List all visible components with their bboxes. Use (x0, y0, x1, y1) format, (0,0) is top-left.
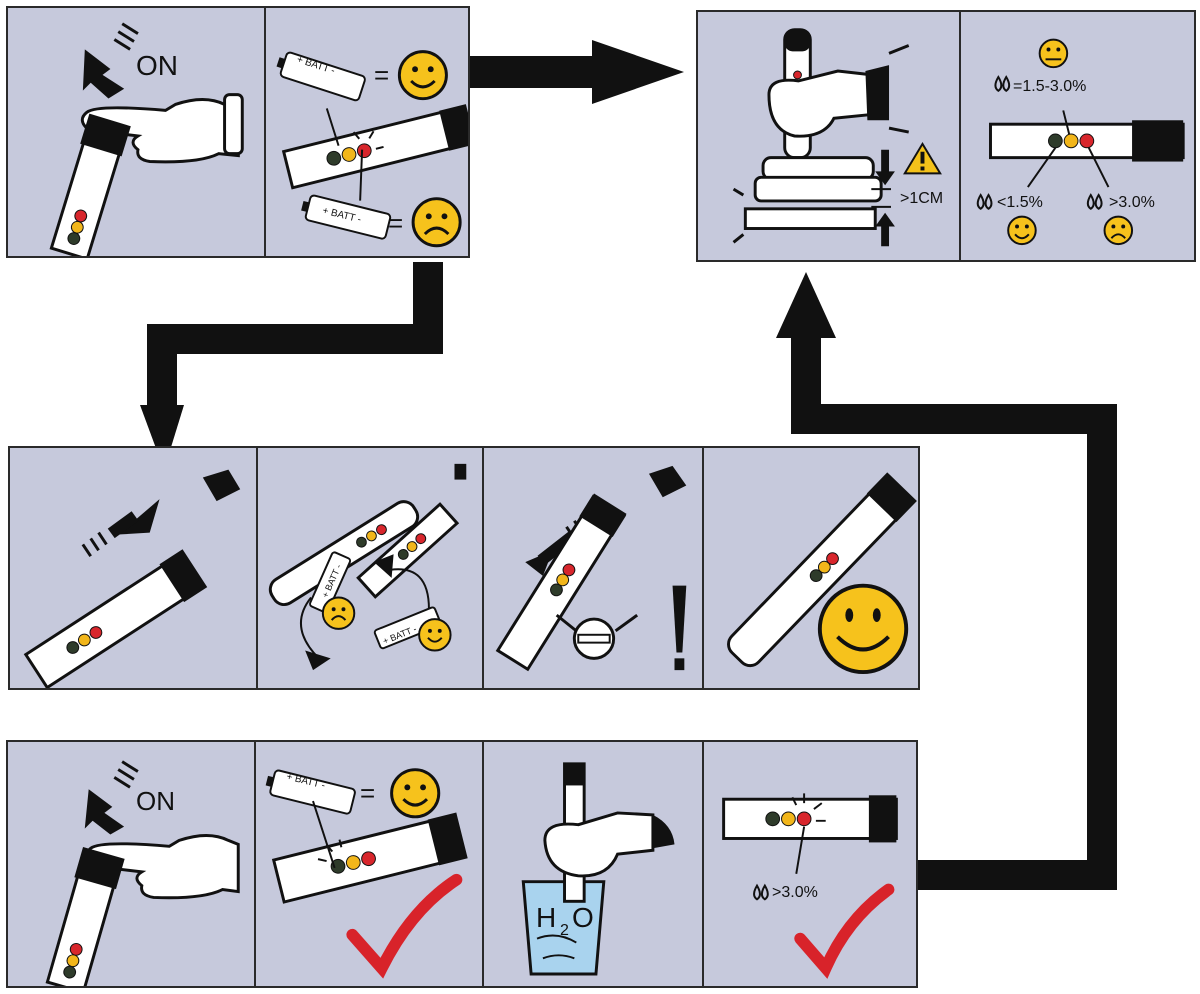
equals: = (360, 778, 376, 808)
h2o-o: O (572, 902, 594, 933)
high-level-label-2: >3.0% (772, 884, 818, 901)
down-arrow-icon (84, 760, 139, 835)
breath-tester-icon (989, 110, 1185, 188)
cap-icon (202, 469, 241, 502)
panel-remove-cap (8, 446, 258, 690)
panel-switch-on-2: ON (6, 740, 256, 988)
smiley-neutral-icon (1038, 38, 1069, 69)
pointing-hand-icon (84, 833, 240, 900)
distance-label: >1CM (900, 190, 944, 207)
cap-icon (648, 465, 687, 498)
breath-tester-icon (722, 793, 898, 874)
engine-icon (732, 156, 883, 244)
mid-level-label: =1.5-3.0% (1013, 78, 1087, 95)
h2o-h: H (536, 902, 557, 933)
breath-tester-icon (45, 846, 125, 986)
warning-icon (903, 141, 942, 175)
hand-icon (767, 44, 910, 138)
smiley-happy-icon (397, 50, 448, 101)
battery-icon (301, 194, 392, 240)
breath-tester-icon (495, 493, 627, 672)
water-drop-icon (994, 75, 1011, 92)
checkmark-icon (794, 883, 895, 979)
panel-ready (702, 446, 920, 690)
equals-bottom: = (388, 208, 404, 238)
smiley-happy-icon (817, 583, 909, 675)
panel-water-test: H 2 O (482, 740, 704, 988)
panel-switch-on: ON (6, 6, 266, 258)
breath-tester-icon (356, 502, 460, 599)
distance-arrows-icon (871, 149, 895, 247)
panel-replace-battery: + BATT - + BATT - (256, 446, 484, 690)
breath-tester-icon (49, 113, 131, 256)
smiley-happy-icon (418, 618, 452, 652)
smiley-happy-icon (390, 768, 441, 819)
on-label-2: ON (136, 786, 175, 816)
panel-water-result: >3.0% (702, 740, 918, 988)
smiley-sad-icon (321, 596, 356, 630)
breath-tester-icon (23, 549, 208, 688)
water-drop-icon (976, 193, 1103, 210)
breath-tester-icon (268, 500, 420, 607)
battery-icon (373, 606, 442, 650)
battery-icon (276, 51, 366, 102)
panel-battery-check: + BATT - = + BATT - = (264, 6, 470, 258)
hand-icon (543, 811, 675, 878)
battery-icon (309, 551, 352, 614)
panel-measure-position: >1CM (696, 10, 961, 262)
high-level-label: >3.0% (1109, 194, 1155, 211)
pointing-hand-icon (80, 93, 244, 164)
panel-insert-battery (482, 446, 704, 690)
water-drop-icon (753, 883, 769, 901)
panel-result-levels: =1.5-3.0% <1.5% >3.0% (959, 10, 1196, 262)
exclamation-icon (672, 585, 687, 671)
breath-tester-icon (271, 812, 468, 904)
down-arrow-icon (82, 22, 139, 99)
smiley-happy-icon (1007, 215, 1037, 246)
smiley-sad-icon (411, 197, 462, 248)
checkmark-icon (346, 873, 463, 979)
battery-icon (265, 769, 356, 815)
on-label: ON (136, 50, 178, 81)
smiley-sad-icon (1103, 215, 1134, 246)
up-arrow-icon (81, 499, 160, 558)
contact-icon (555, 613, 639, 660)
low-level-label: <1.5% (997, 194, 1043, 211)
panel-battery-ok: + BATT - = (254, 740, 484, 988)
arrow-row1-to-row2 (140, 262, 443, 470)
breath-tester-icon (281, 104, 468, 190)
arrow-row1-to-row1-right (462, 40, 684, 104)
equals-top: = (374, 60, 390, 90)
h2o-2: 2 (560, 922, 569, 939)
breath-tester-icon (727, 472, 917, 668)
